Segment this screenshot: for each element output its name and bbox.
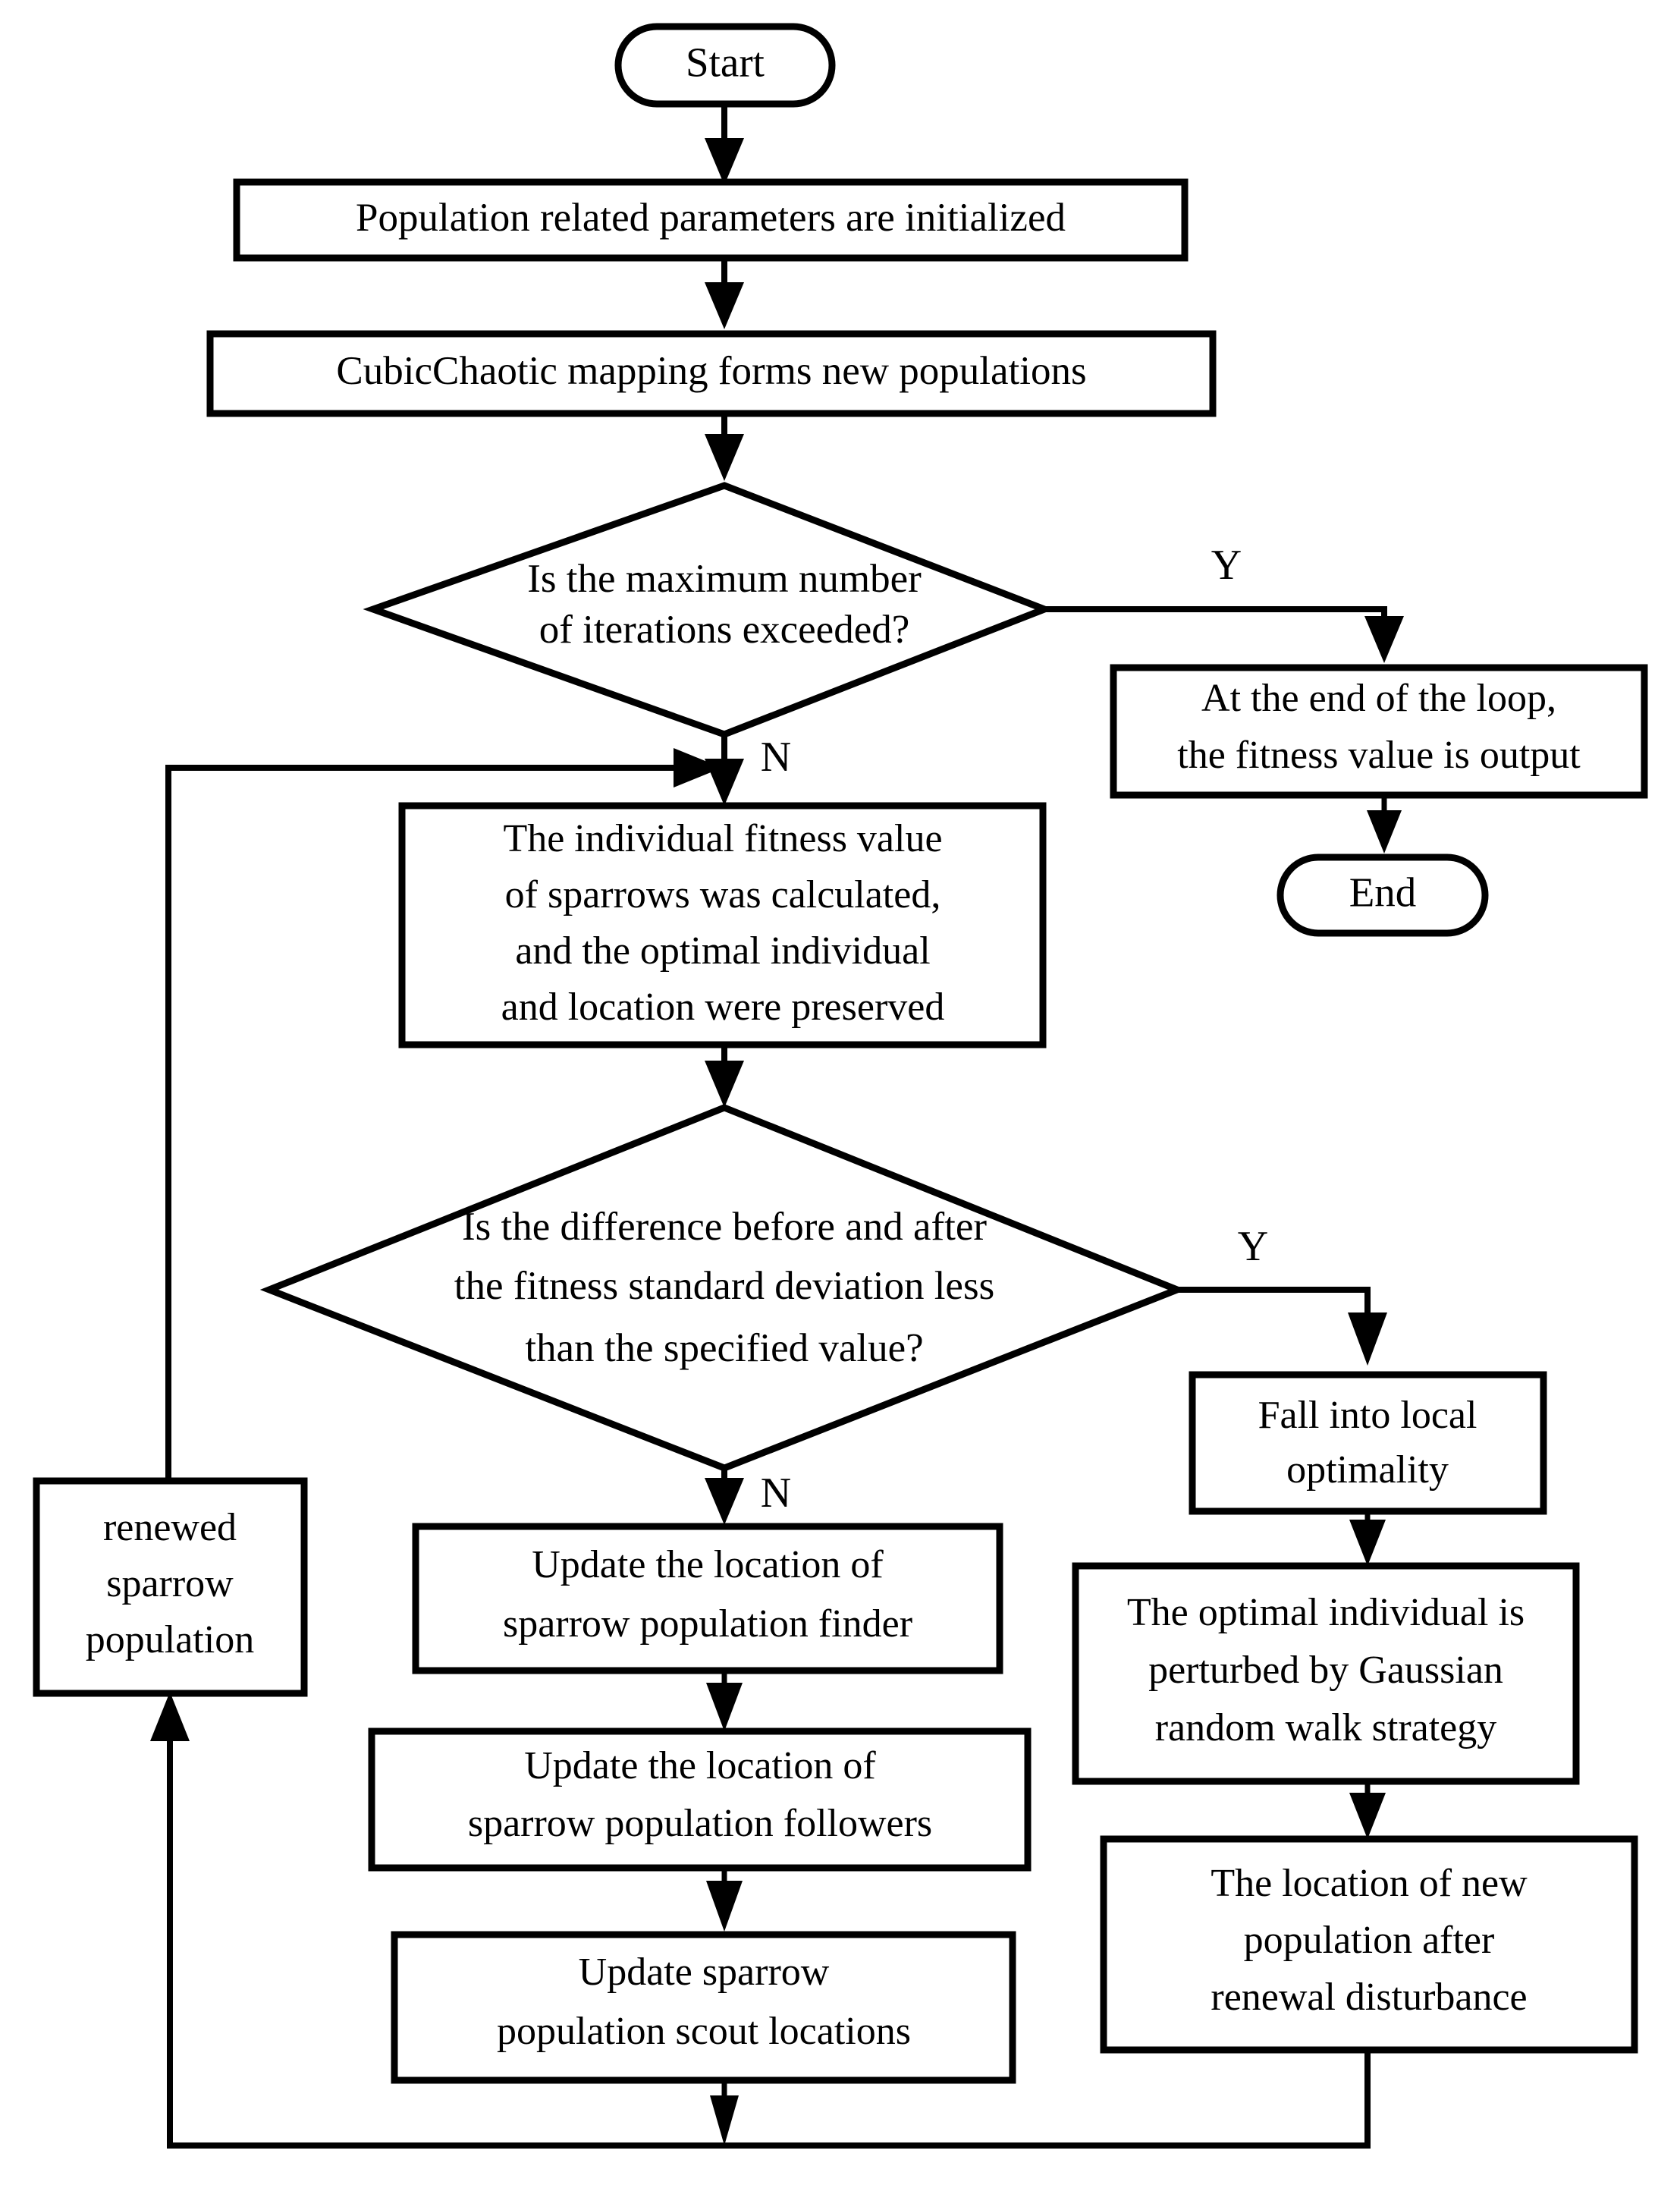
node-end[interactable]: End	[1276, 854, 1489, 937]
node-std-dev-check[interactable]: Is the difference before and after the f…	[259, 1104, 1187, 1472]
node-newpop-line3: renewal disturbance	[1211, 1976, 1527, 2019]
node-new-population-location[interactable]: The location of new population after ren…	[1100, 1835, 1638, 2054]
node-init-params-label: Population related parameters are initia…	[356, 196, 1066, 240]
node-gaussian-line1: The optimal individual is	[1127, 1591, 1525, 1634]
node-update-followers-line2: sparrow population followers	[468, 1802, 932, 1845]
edge-fitness-to-stddev	[705, 1043, 744, 1108]
edge-label-std-dev-no: N	[761, 1470, 791, 1517]
edge-bottom-loop	[150, 1692, 1371, 2149]
edge-label-max-iter-yes: Y	[1211, 542, 1242, 589]
edge-label-std-dev-yes: Y	[1238, 1223, 1268, 1270]
node-update-followers[interactable]: Update the location of sparrow populatio…	[368, 1727, 1032, 1872]
node-update-finder[interactable]: Update the location of sparrow populatio…	[412, 1523, 1003, 1674]
node-gaussian-line3: random walk strategy	[1155, 1706, 1497, 1749]
node-end-label: End	[1349, 869, 1417, 916]
node-local-optimality-line1: Fall into local	[1258, 1394, 1477, 1437]
edge-local-to-gaussian	[1349, 1511, 1386, 1566]
edge-cubic-to-maxiter	[705, 413, 744, 481]
node-update-scouts[interactable]: Update sparrow population scout location…	[391, 1931, 1016, 2084]
edge-stddev-yes	[1177, 1287, 1387, 1366]
edge-stddev-no	[705, 1468, 744, 1525]
node-std-dev-line1: Is the difference before and after	[462, 1205, 987, 1249]
node-newpop-line2: population after	[1244, 1919, 1495, 1962]
node-local-optimality-line2: optimality	[1286, 1448, 1449, 1492]
node-renewed-line2: sparrow	[106, 1562, 234, 1605]
node-std-dev-line3: than the specified value?	[525, 1326, 923, 1370]
edge-gaussian-to-newpop	[1349, 1781, 1386, 1839]
node-fitness-calc-line3: and the optimal individual	[515, 929, 930, 973]
node-update-followers-line1: Update the location of	[524, 1744, 876, 1787]
node-fitness-calc-line2: of sparrows was calculated,	[505, 873, 941, 916]
node-max-iter-line2: of iterations exceeded?	[539, 608, 910, 652]
node-renewed-line3: population	[86, 1618, 254, 1661]
node-renewed-population[interactable]: renewed sparrow population	[33, 1477, 308, 1697]
node-output-fitness-line1: At the end of the loop,	[1201, 677, 1556, 720]
node-max-iter-check[interactable]: Is the maximum number of iterations exce…	[363, 482, 1054, 738]
node-cubic-chaotic-label: CubicChaotic mapping forms new populatio…	[336, 349, 1086, 393]
edge-scouts-to-bottom	[710, 2080, 739, 2146]
node-output-fitness-line2: the fitness value is output	[1177, 734, 1581, 777]
node-update-scouts-line1: Update sparrow	[579, 1951, 830, 1994]
edge-init-to-cubic	[705, 258, 744, 329]
node-max-iter-line1: Is the maximum number	[527, 557, 922, 601]
edge-finder-to-followers	[706, 1671, 743, 1731]
node-update-finder-line1: Update the location of	[532, 1543, 884, 1586]
edge-renewed-to-fitness	[165, 748, 722, 1481]
edge-output-to-end	[1367, 793, 1402, 854]
node-gaussian-line2: perturbed by Gaussian	[1148, 1649, 1503, 1692]
edge-start-to-init	[705, 102, 744, 185]
node-start[interactable]: Start	[614, 23, 836, 108]
node-newpop-line1: The location of new	[1211, 1862, 1528, 1905]
node-fitness-calc[interactable]: The individual fitness value of sparrows…	[398, 802, 1047, 1048]
node-renewed-line1: renewed	[103, 1506, 237, 1549]
node-update-scouts-line2: population scout locations	[497, 2010, 911, 2053]
node-output-fitness[interactable]: At the end of the loop, the fitness valu…	[1110, 664, 1648, 799]
node-fitness-calc-line1: The individual fitness value	[503, 817, 942, 860]
node-init-params[interactable]: Population related parameters are initia…	[233, 178, 1189, 262]
node-start-label: Start	[686, 39, 765, 86]
node-fitness-calc-line4: and location were preserved	[501, 986, 945, 1029]
node-update-finder-line2: sparrow population finder	[503, 1602, 912, 1646]
node-cubic-chaotic[interactable]: CubicChaotic mapping forms new populatio…	[206, 330, 1217, 417]
node-std-dev-line2: the fitness standard deviation less	[454, 1264, 994, 1308]
node-gaussian-walk[interactable]: The optimal individual is perturbed by G…	[1072, 1562, 1580, 1785]
edge-label-max-iter-no: N	[761, 734, 791, 781]
edge-followers-to-scouts	[706, 1868, 743, 1932]
edge-maxiter-yes	[1043, 606, 1404, 663]
node-local-optimality[interactable]: Fall into local optimality	[1189, 1371, 1547, 1515]
